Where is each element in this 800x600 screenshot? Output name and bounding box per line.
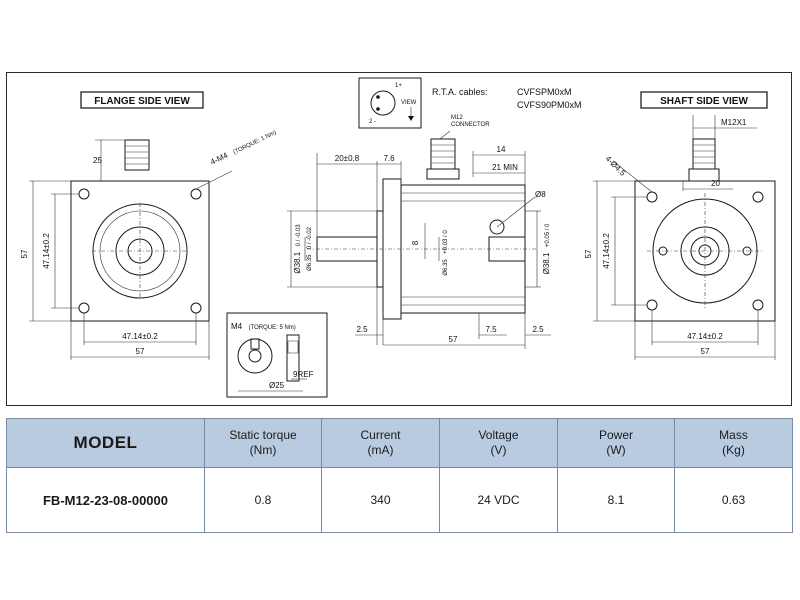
mass-header-unit: (Kg) [722, 443, 745, 457]
technical-drawing: FLANGE SIDE VIEW 25 4-M4 (TORQUE: 1 Nm) … [6, 72, 792, 406]
torque-value: 0.8 [204, 467, 322, 533]
connector-offset: 14 [497, 145, 506, 154]
model-value: FB-M12-23-08-00000 [6, 467, 205, 533]
flange-hole-note: 4-M4 (TORQUE: 1 Nm) [206, 122, 278, 169]
rear-pilot-dia: Ø38.1 +0.05 / 0 [536, 223, 553, 274]
rear-step: 7.5 [485, 325, 497, 334]
shaft-dia: Ø6.35 0 / -0.02 [298, 226, 315, 270]
shaft-hole-tr [752, 191, 764, 203]
mass-value: 0.63 [674, 467, 793, 533]
mass-header-label: Mass [719, 428, 748, 442]
overall-length: 57 [449, 335, 458, 344]
flange-hole-br [190, 302, 202, 314]
model-header: MODEL [6, 418, 205, 468]
side-view: M12 CONNECTOR Ø8 8 20±0.8 [287, 115, 553, 349]
flange-connector [124, 139, 150, 171]
current-header-unit: (mA) [367, 443, 394, 457]
shaft-view-bolt-pitch-v: 47.14±0.2 [602, 233, 611, 269]
flange-hole-tl [78, 188, 90, 200]
hole-dia: Ø8 [535, 190, 546, 199]
connector-inset: 1+ VIEW 2 - R.T.A. cables: CVFSPM0xM CVF… [358, 77, 582, 129]
spec-header-row: MODEL Static torque (Nm) Current (mA) Vo… [6, 418, 793, 468]
power-value: 8.1 [557, 467, 675, 533]
shaft-view-bolt-pitch-h: 47.14±0.2 [687, 332, 723, 341]
m12-connector-label: M12 CONNECTOR [451, 115, 490, 128]
detail-thread: M4 (TORQUE: 5 Nm) [231, 316, 296, 333]
shaft-view-width: 57 [701, 347, 710, 356]
flange-height: 57 [20, 249, 29, 258]
pin1-label: 1+ [395, 83, 402, 89]
power-header-label: Power [598, 428, 633, 442]
voltage-header-label: Voltage [478, 428, 519, 442]
mass-header: Mass (Kg) [674, 418, 793, 468]
shaft-length: 20±0.8 [335, 154, 360, 163]
flange-hole-bl [78, 302, 90, 314]
cable-1: CVFSPM0xM [517, 87, 572, 97]
left-step: 2.5 [356, 325, 368, 334]
shaft-hole-bl [646, 299, 658, 311]
current-header-label: Current [360, 428, 401, 442]
right-step: 2.5 [532, 325, 544, 334]
voltage-header-unit: (V) [490, 443, 507, 457]
torque-header-unit: (Nm) [249, 443, 277, 457]
shaft-hole-note: 4-Ø4.5 [604, 154, 628, 178]
current-value: 340 [321, 467, 440, 533]
key-width: 8 [411, 240, 420, 245]
torque-header-label: Static torque [229, 428, 297, 442]
flange-hole-tr [190, 188, 202, 200]
flange-thk: 7.6 [383, 154, 395, 163]
shaft-view-connector [692, 138, 716, 170]
detail-hub [237, 338, 273, 374]
voltage-header: Voltage (V) [439, 418, 558, 468]
shaft-view-height: 57 [584, 249, 593, 258]
flange-view-title: FLANGE SIDE VIEW [94, 96, 190, 107]
shaft-view-title: SHAFT SIDE VIEW [660, 96, 748, 107]
power-header-unit: (W) [606, 443, 626, 457]
view-label: VIEW [401, 100, 417, 106]
cable-2: CVFS90PM0xM [517, 100, 582, 110]
shaft-view-connector-offset: 20 [711, 179, 720, 188]
spec-table: MODEL Static torque (Nm) Current (mA) Vo… [6, 418, 793, 533]
flange-connector-height: 25 [93, 156, 102, 165]
current-header: Current (mA) [321, 418, 440, 468]
shaft-hole-tl [646, 191, 658, 203]
side-hole [489, 219, 505, 235]
voltage-value: 24 VDC [439, 467, 558, 533]
torque-header: Static torque (Nm) [204, 418, 322, 468]
drawing-canvas: FLANGE SIDE VIEW 25 4-M4 (TORQUE: 1 Nm) … [20, 77, 776, 398]
flange-side-view: FLANGE SIDE VIEW 25 4-M4 (TORQUE: 1 Nm) … [20, 91, 278, 360]
side-connector [430, 138, 456, 170]
shaft-hole-br [752, 299, 764, 311]
flange-width: 57 [136, 347, 145, 356]
shaft-view-thread: M12X1 [721, 118, 747, 127]
detail-side [286, 334, 300, 382]
rta-cables-label: R.T.A. cables: [432, 87, 488, 97]
flange-bolt-pitch-h: 47.14±0.2 [122, 332, 158, 341]
power-header: Power (W) [557, 418, 675, 468]
side-rear-bore [488, 236, 526, 262]
bore-dia: Ø6.35 +0.03 / 0 [434, 230, 451, 276]
shaft-view-body [634, 180, 776, 322]
table-row: FB-M12-23-08-00000 0.8 340 24 VDC 8.1 0.… [6, 467, 793, 533]
pin2-label: 2 - [369, 119, 376, 125]
pilot-dia: Ø38.1 0 / -0.03 [287, 224, 304, 274]
detail-dia: Ø25 [269, 381, 285, 390]
flange-body [70, 180, 210, 322]
min-clearance: 21 MIN [492, 163, 518, 172]
connector-face [370, 90, 396, 116]
detail-inset: M4 (TORQUE: 5 Nm) 9REF Ø25 [226, 312, 328, 398]
flange-bolt-pitch-v: 47.14±0.2 [42, 233, 51, 269]
shaft-side-view: SHAFT SIDE VIEW M12X1 20 4-Ø4.5 [584, 91, 776, 360]
detail-ref: 9REF [293, 370, 314, 379]
